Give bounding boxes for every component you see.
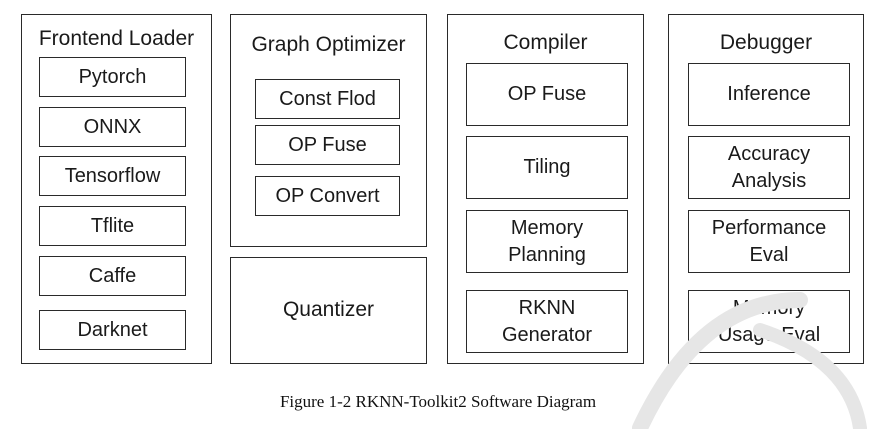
- debugger-item-memory-usage-eval: Memory Usage Eval: [688, 290, 850, 353]
- optimizer-item-op-convert: OP Convert: [255, 176, 400, 216]
- graph-optimizer-panel: Graph Optimizer Const Flod OP Fuse OP Co…: [230, 14, 427, 247]
- debugger-item-inference: Inference: [688, 63, 850, 126]
- debugger-item-accuracy-analysis: Accuracy Analysis: [688, 136, 850, 199]
- frontend-item-darknet: Darknet: [39, 310, 186, 350]
- frontend-item-pytorch: Pytorch: [39, 57, 186, 97]
- debugger-title: Debugger: [719, 31, 813, 54]
- quantizer-panel: Quantizer: [230, 257, 427, 364]
- graph-optimizer-title: Graph Optimizer: [251, 33, 406, 56]
- compiler-panel: Compiler OP Fuse Tiling Memory Planning …: [447, 14, 644, 364]
- compiler-item-tiling: Tiling: [466, 136, 628, 199]
- frontend-loader-panel: Frontend Loader Pytorch ONNX Tensorflow …: [21, 14, 212, 364]
- frontend-item-caffe: Caffe: [39, 256, 186, 296]
- debugger-panel: Debugger Inference Accuracy Analysis Per…: [668, 14, 864, 364]
- figure-caption: Figure 1-2 RKNN-Toolkit2 Software Diagra…: [279, 392, 597, 411]
- optimizer-item-const-flod: Const Flod: [255, 79, 400, 119]
- compiler-title: Compiler: [503, 31, 588, 54]
- debugger-item-performance-eval: Performance Eval: [688, 210, 850, 273]
- frontend-item-tflite: Tflite: [39, 206, 186, 246]
- frontend-loader-title: Frontend Loader: [38, 27, 195, 50]
- frontend-item-onnx: ONNX: [39, 107, 186, 147]
- compiler-item-memory-planning: Memory Planning: [466, 210, 628, 273]
- compiler-item-op-fuse: OP Fuse: [466, 63, 628, 126]
- optimizer-item-op-fuse: OP Fuse: [255, 125, 400, 165]
- frontend-item-tensorflow: Tensorflow: [39, 156, 186, 196]
- compiler-item-rknn-generator: RKNN Generator: [466, 290, 628, 353]
